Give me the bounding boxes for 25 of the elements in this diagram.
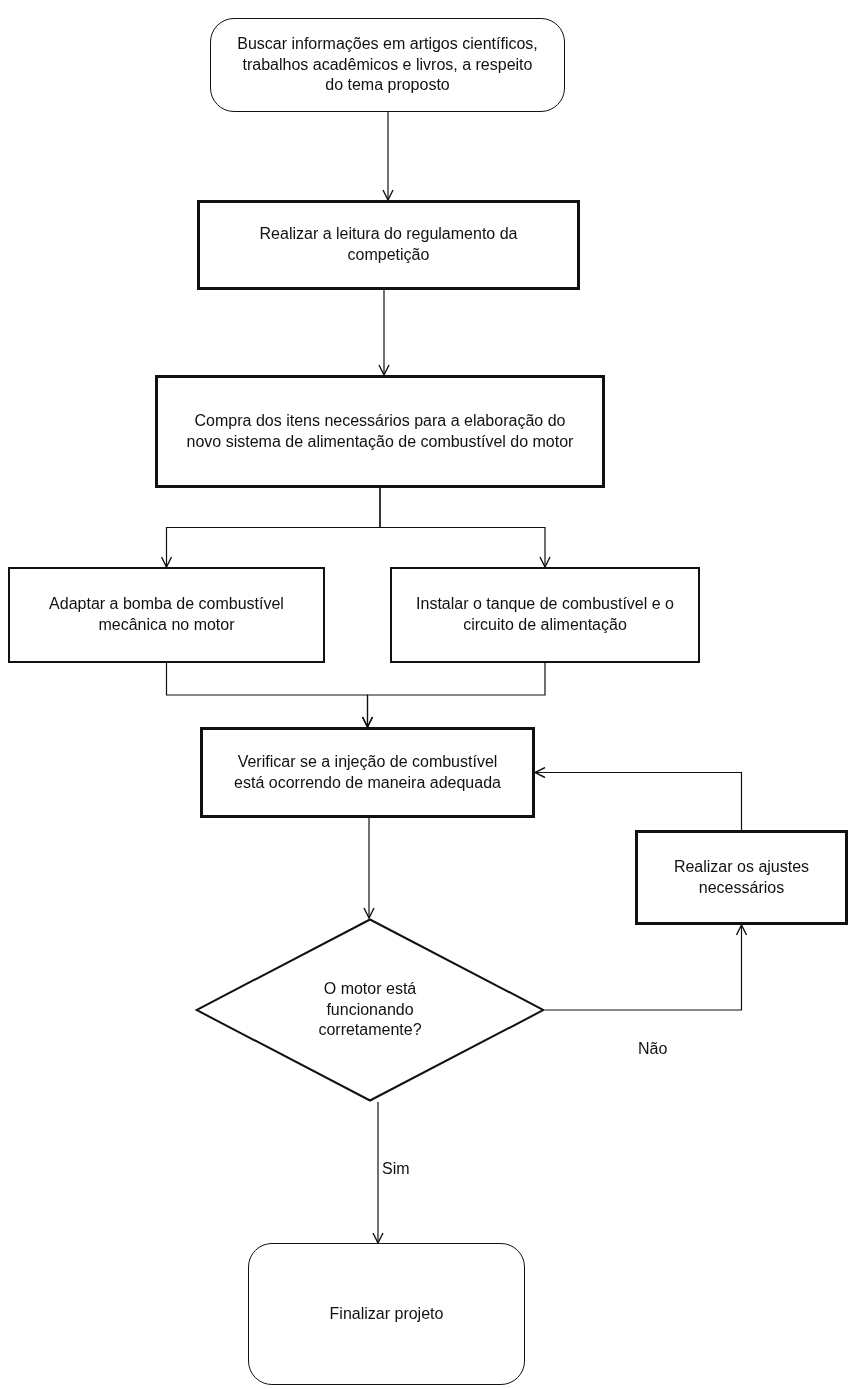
arrow <box>378 289 390 376</box>
node-text: Adaptar a bomba de combustível mecânica no motor <box>48 594 285 635</box>
node-text: Realizar a leitura do regulamento da competição <box>258 224 519 265</box>
arrow <box>382 111 394 201</box>
arrow <box>372 1101 384 1244</box>
node-text: Realizar os ajustes necessários <box>672 856 811 898</box>
arrow <box>361 662 546 728</box>
arrow <box>544 924 748 1011</box>
arrow <box>379 487 551 568</box>
node-text: Compra dos itens necessários para a elaboração do novo sistema de alimentação de combustível do motor <box>185 410 575 452</box>
node-text: Buscar informações em artigos científicos, trabalhos acadêmicos e livros, a respeito do tema proposto <box>236 33 539 96</box>
node-text: Verificar se a injeção de combustível está ocorrendo de maneira adequada <box>233 751 502 793</box>
process-box <box>8 567 325 663</box>
process-box <box>197 200 580 290</box>
terminal-box <box>210 18 565 112</box>
arrow <box>534 766 743 831</box>
arrow <box>363 817 375 919</box>
process-box <box>635 830 848 925</box>
process-box <box>390 567 700 663</box>
node-text: O motor está funcionando corretamente? <box>317 978 423 1041</box>
node-text: Finalizar projeto <box>329 1303 444 1324</box>
process-box <box>200 727 535 818</box>
process-box <box>155 375 605 488</box>
terminal-box <box>248 1243 525 1385</box>
node-text: Instalar o tanque de combustível e o circuito de alimentação <box>415 594 675 635</box>
